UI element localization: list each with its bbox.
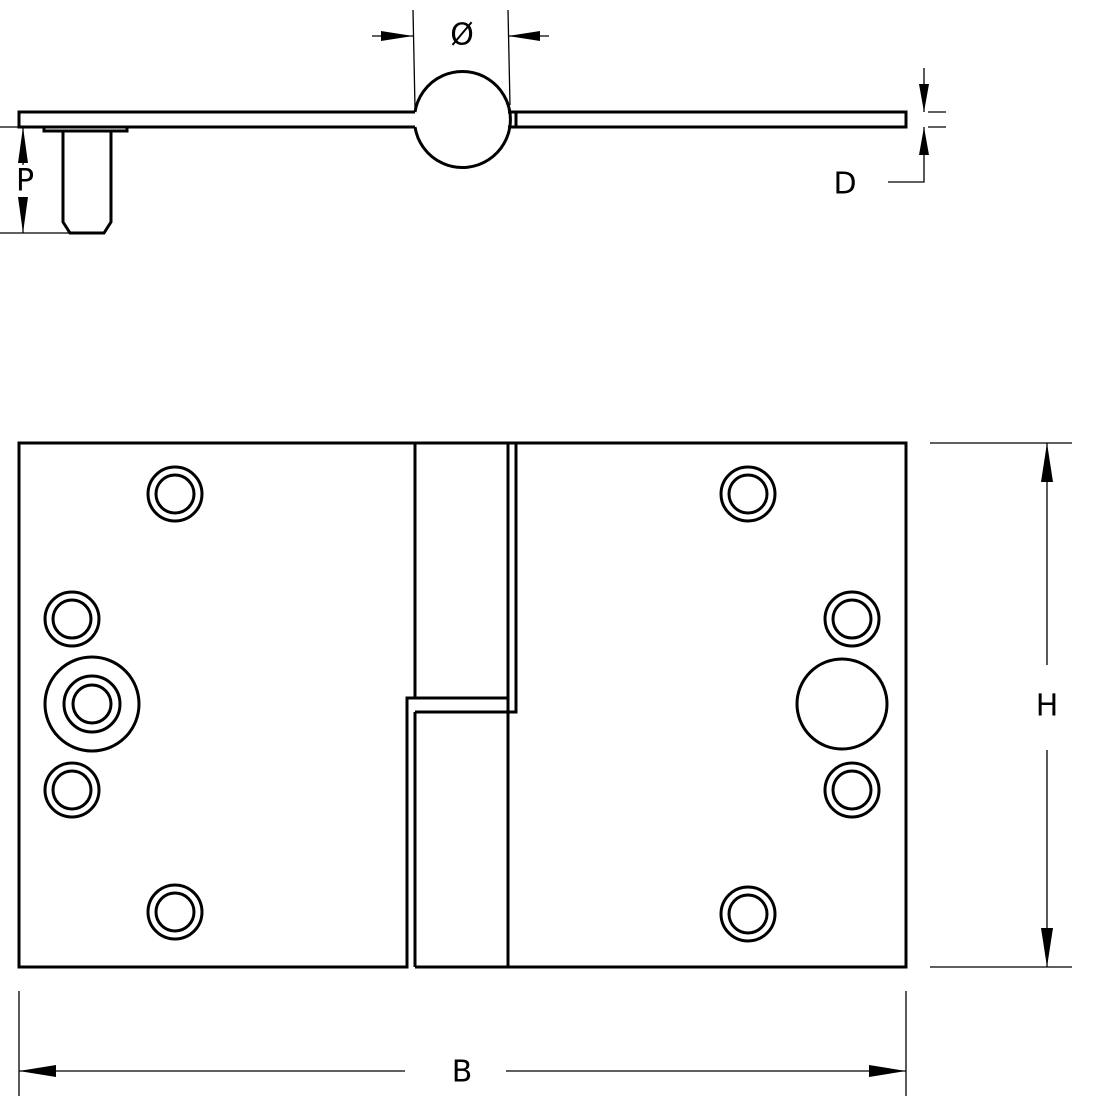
label-diameter: Ø bbox=[450, 18, 474, 53]
right-leaf-side bbox=[508, 110, 908, 129]
screw-hole bbox=[719, 465, 777, 523]
knuckle-side bbox=[413, 70, 512, 169]
screw-hole bbox=[146, 883, 204, 941]
right-leaf bbox=[508, 441, 908, 969]
lower-knuckle bbox=[407, 696, 510, 969]
screw-hole bbox=[823, 590, 881, 648]
dimension-diameter: Ø bbox=[372, 9, 549, 109]
left-leaf-side bbox=[17, 110, 415, 129]
screw-hole bbox=[719, 885, 777, 943]
screw-hole bbox=[146, 465, 204, 523]
screw-hole bbox=[43, 761, 101, 819]
dowel-pin bbox=[42, 127, 129, 235]
label-d: D bbox=[833, 167, 856, 202]
left-leaf bbox=[17, 441, 417, 969]
label-h: H bbox=[1036, 689, 1059, 724]
dimension-h: H bbox=[930, 442, 1072, 968]
screw-hole bbox=[43, 590, 101, 648]
screw-holes bbox=[43, 465, 881, 943]
hinge-front-view bbox=[17, 441, 908, 969]
dimension-d: D bbox=[833, 68, 946, 202]
upper-knuckle bbox=[415, 441, 518, 714]
dowel-pin-boss bbox=[43, 655, 141, 753]
hinge-side-view bbox=[17, 70, 908, 235]
dowel-pin-hole bbox=[795, 657, 889, 751]
screw-hole bbox=[823, 761, 881, 819]
dimension-b: B bbox=[18, 991, 907, 1096]
label-p: P bbox=[16, 164, 34, 199]
dimension-p: P bbox=[0, 126, 70, 234]
label-b: B bbox=[452, 1055, 473, 1090]
